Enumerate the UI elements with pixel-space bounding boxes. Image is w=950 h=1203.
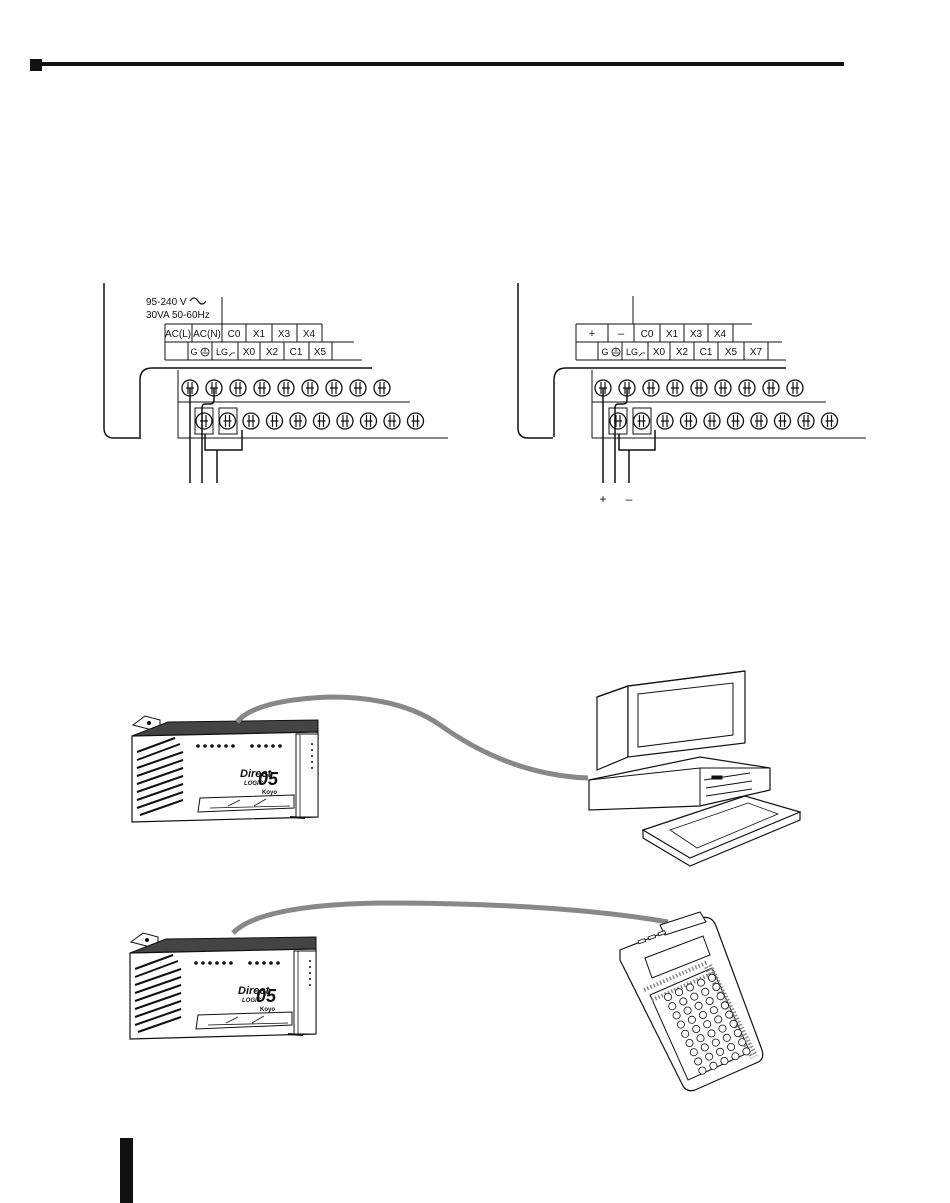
ac-wiring-diagram: 95-240 V 30VA 50-60Hz AC(L) AC(N) C0 X1 …	[104, 283, 448, 483]
screw-terminal-icon	[230, 380, 246, 396]
plc-unit-icon: Direct LOGIC 05 Koyo	[132, 716, 318, 822]
screw-terminal-icon	[278, 380, 294, 396]
screw-terminal-icon	[220, 413, 236, 429]
ac-screw-row-bottom	[196, 413, 424, 429]
dc-lead-plus-label: +	[599, 492, 606, 506]
screw-terminal-icon	[254, 380, 270, 396]
dc-term-x7: X7	[750, 347, 763, 358]
dc-term-g: G	[601, 347, 608, 357]
screw-terminal-icon	[374, 380, 390, 396]
ac-term-g: G	[190, 347, 197, 357]
computer-icon	[589, 671, 800, 866]
ac-voltage-label: 95-240 V	[146, 297, 187, 308]
screw-terminal-icon	[667, 380, 683, 396]
screw-terminal-icon	[634, 413, 650, 429]
handheld-programmer-icon	[620, 912, 763, 1091]
ac-term-x2: X2	[266, 347, 279, 358]
screw-terminal-icon	[763, 380, 779, 396]
logic-ground-icon	[639, 353, 645, 356]
dc-term-plus: +	[589, 328, 595, 340]
screw-terminal-icon	[739, 380, 755, 396]
plc-model: 05	[256, 986, 277, 1006]
screw-terminal-icon	[350, 380, 366, 396]
plc-maker: Koyo	[262, 790, 277, 796]
screw-terminal-icon	[657, 413, 673, 429]
ac-sine-icon	[190, 298, 206, 304]
screw-terminal-icon	[681, 413, 697, 429]
screw-terminal-icon	[326, 380, 342, 396]
ac-term-lg: LG	[216, 347, 228, 357]
screw-terminal-icon	[751, 413, 767, 429]
screw-terminal-icon	[787, 380, 803, 396]
screw-terminal-icon	[643, 380, 659, 396]
logic-ground-icon	[229, 353, 235, 356]
ac-term-c0: C0	[228, 329, 241, 340]
dc-term-lg: LG	[626, 347, 638, 357]
plc-unit-icon: Direct LOGIC 05 Koyo	[130, 933, 316, 1039]
dc-term-x5: X5	[725, 347, 738, 358]
dc-screw-row-top	[595, 380, 803, 396]
ground-icon	[612, 348, 620, 356]
screw-terminal-icon	[290, 413, 306, 429]
dc-term-c0: C0	[641, 329, 654, 340]
screw-terminal-icon	[822, 413, 838, 429]
footer-bar	[120, 1138, 133, 1203]
ac-terminal-label-strip: AC(L) AC(N) C0 X1 X3 X4 G LG X0 X2 C1 X5	[165, 324, 362, 360]
screw-terminal-icon	[302, 380, 318, 396]
ac-term-x5: X5	[314, 347, 327, 358]
screw-terminal-icon	[361, 413, 377, 429]
ac-term-x3: X3	[278, 329, 291, 340]
ac-power-label: 30VA 50-60Hz	[146, 310, 210, 321]
ground-icon	[201, 348, 209, 356]
screw-terminal-icon	[704, 413, 720, 429]
screw-terminal-icon	[728, 413, 744, 429]
screw-terminal-icon	[314, 413, 330, 429]
screw-terminal-icon	[267, 413, 283, 429]
dc-wiring-diagram: + – C0 X1 X3 X4 G LG X0 X2 C1 X5 X7	[518, 283, 866, 506]
ac-term-x1: X1	[253, 329, 266, 340]
screw-terminal-icon	[384, 413, 400, 429]
dc-term-minus: –	[618, 328, 625, 340]
screw-terminal-icon	[337, 413, 353, 429]
screw-terminal-icon	[610, 413, 626, 429]
dc-term-x4: X4	[714, 329, 727, 340]
screw-terminal-icon	[775, 413, 791, 429]
dc-term-x3: X3	[690, 329, 703, 340]
screw-terminal-icon	[798, 413, 814, 429]
screw-terminal-icon	[408, 413, 424, 429]
ac-term-x4: X4	[303, 329, 316, 340]
ac-term-x0: X0	[243, 347, 256, 358]
plc-maker: Koyo	[260, 1007, 275, 1013]
screw-terminal-icon	[715, 380, 731, 396]
dc-term-x1: X1	[666, 329, 679, 340]
dc-terminal-label-strip: + – C0 X1 X3 X4 G LG X0 X2 C1 X5 X7	[576, 324, 786, 360]
screw-terminal-icon	[691, 380, 707, 396]
dc-lead-minus-label: –	[626, 492, 633, 506]
dc-term-x2: X2	[676, 347, 689, 358]
plc-model: 05	[258, 769, 279, 789]
ac-screw-row-top	[182, 380, 390, 396]
programming-cable-handheld	[233, 903, 668, 933]
dc-screw-row-bottom	[610, 413, 838, 429]
screw-terminal-icon	[196, 413, 212, 429]
screw-terminal-icon	[243, 413, 259, 429]
dc-term-c1: C1	[700, 347, 713, 358]
ac-term-c1: C1	[290, 347, 303, 358]
dc-term-x0: X0	[653, 347, 666, 358]
ac-term-acl: AC(L)	[165, 329, 191, 340]
ac-term-acn: AC(N)	[193, 329, 221, 340]
